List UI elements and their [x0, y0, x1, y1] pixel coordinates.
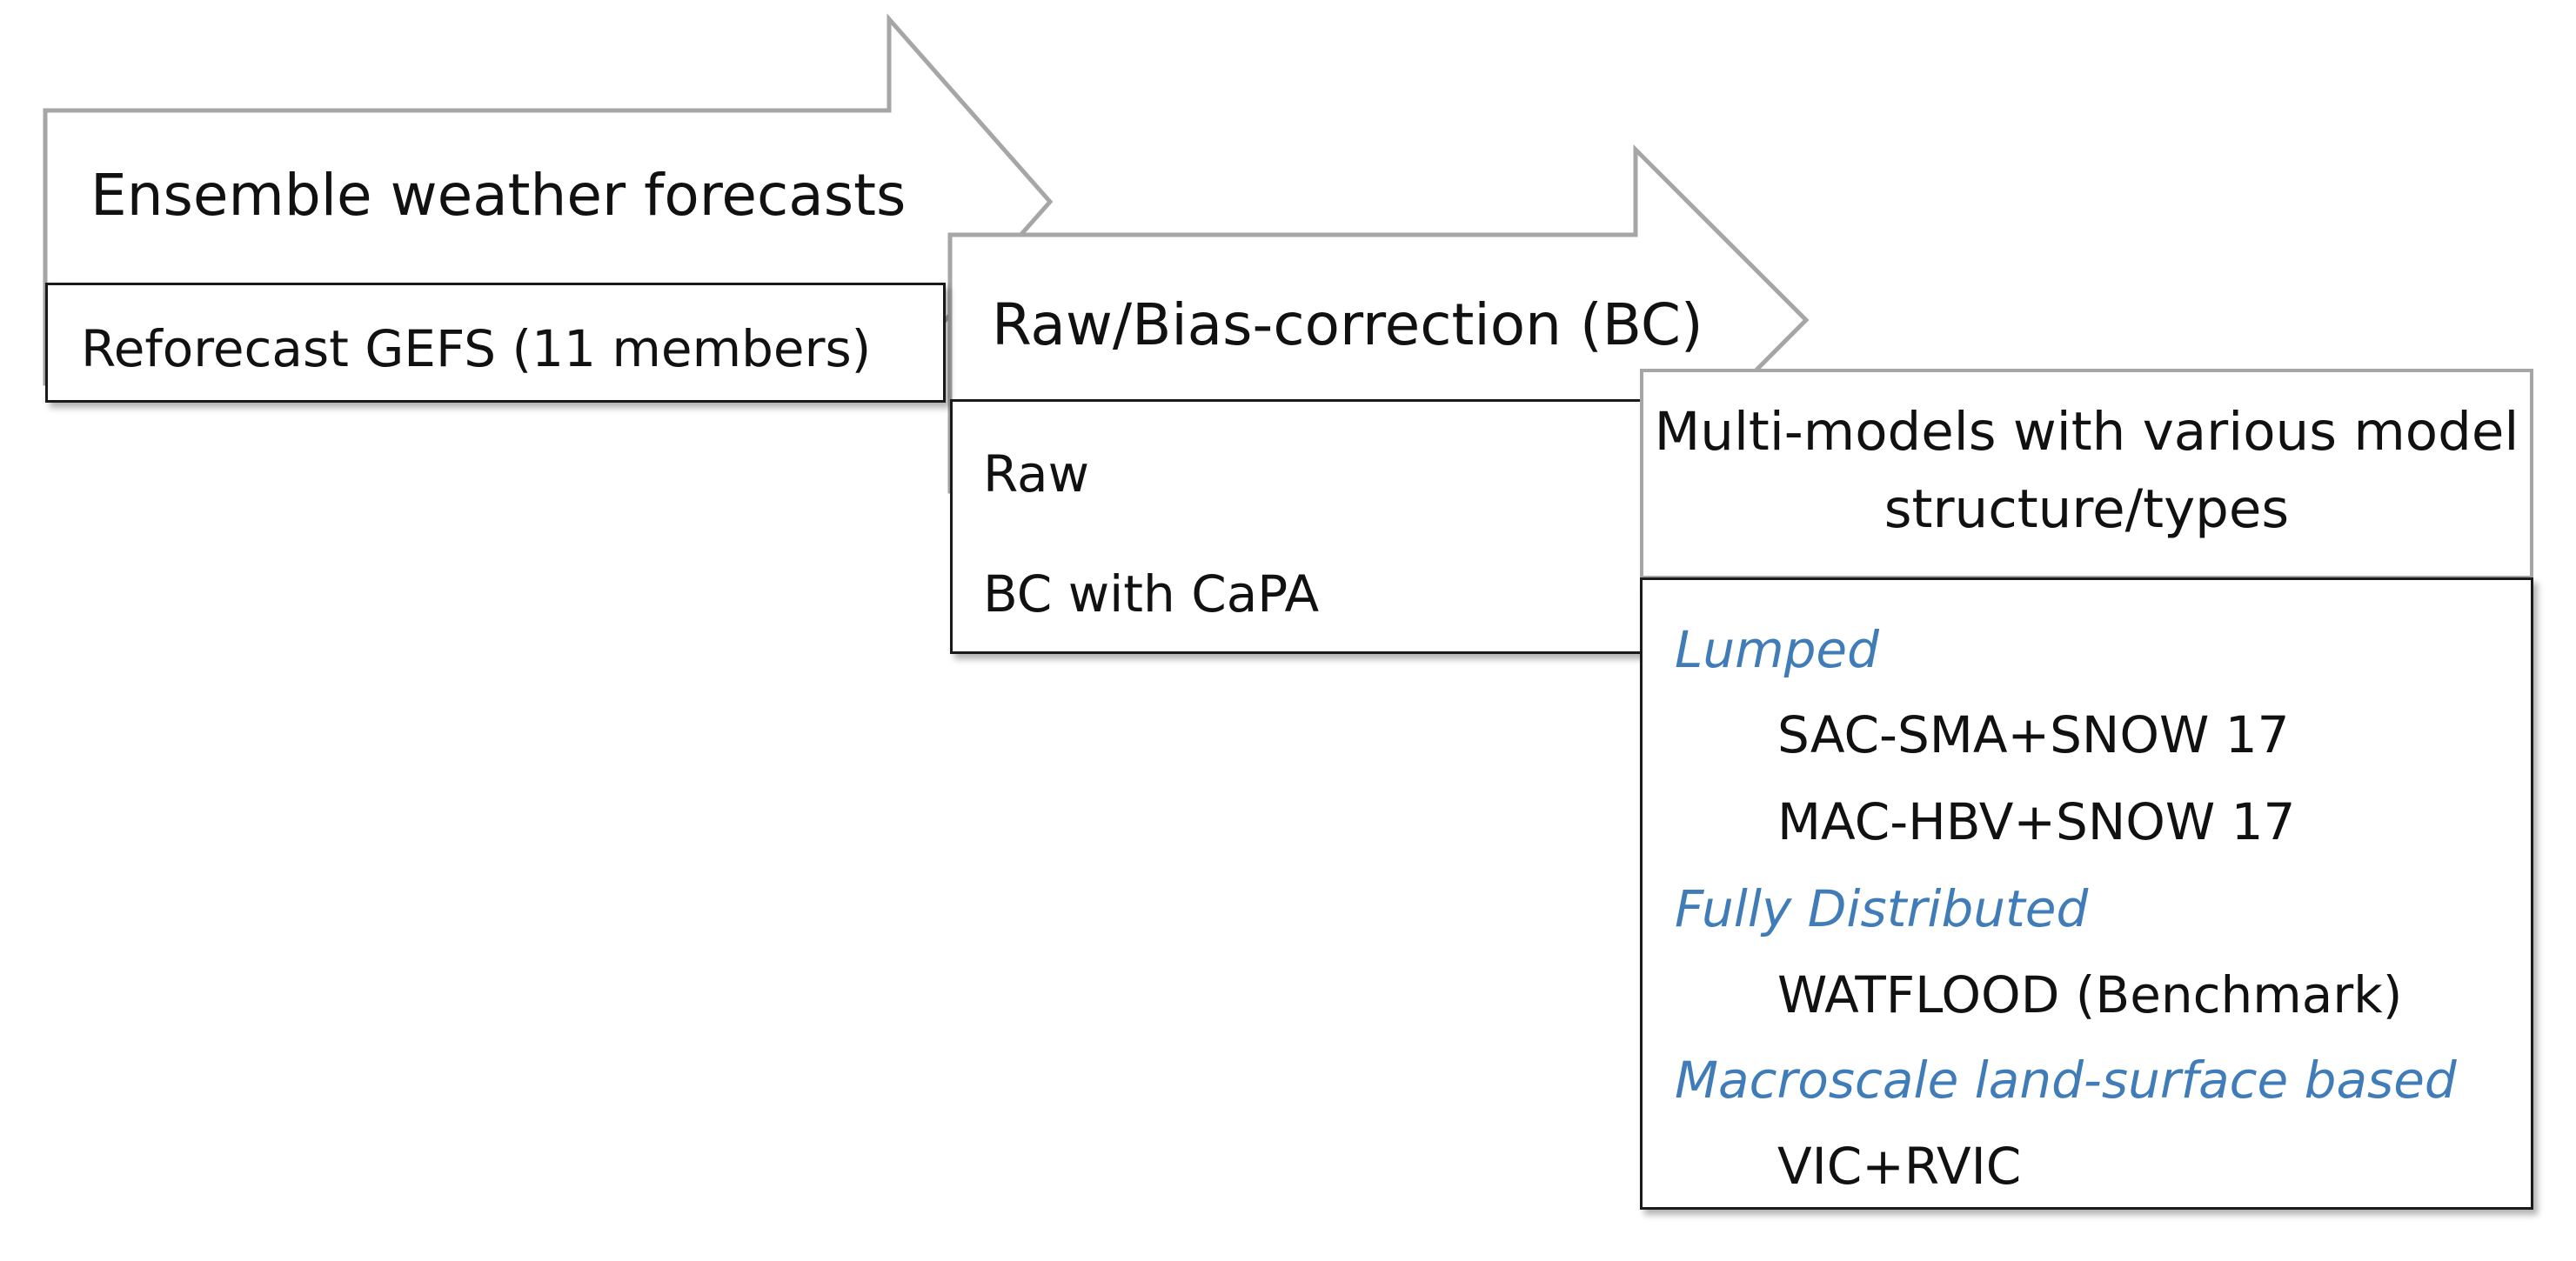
category-macroscale: Macroscale land-surface based	[1675, 1051, 2457, 1110]
model-watflood: WATFLOOD (Benchmark)	[1777, 965, 2403, 1024]
stage3-header-box	[1640, 369, 2533, 579]
stage1-title: Ensemble weather forecasts	[90, 162, 907, 229]
stage2-item-raw: Raw	[983, 444, 1090, 504]
stage3-title-line2: structure/types	[1883, 478, 2290, 540]
stage3-content-box	[1640, 577, 2533, 1210]
category-lumped: Lumped	[1675, 620, 1879, 679]
stage2-title: Raw/Bias-correction (BC)	[992, 291, 1703, 358]
model-mac-hbv: MAC-HBV+SNOW 17	[1777, 792, 2296, 851]
model-sac-sma: SAC-SMA+SNOW 17	[1777, 705, 2290, 764]
stage2-item-bc: BC with CaPA	[983, 564, 1320, 624]
stage3-title-line1: Multi-models with various model	[1654, 401, 2519, 463]
category-fully-distributed: Fully Distributed	[1675, 879, 2089, 938]
stage1-item: Reforecast GEFS (11 members)	[81, 319, 872, 378]
stage1-content-box	[45, 283, 946, 403]
model-vic-rvic: VIC+RVIC	[1777, 1137, 2022, 1196]
